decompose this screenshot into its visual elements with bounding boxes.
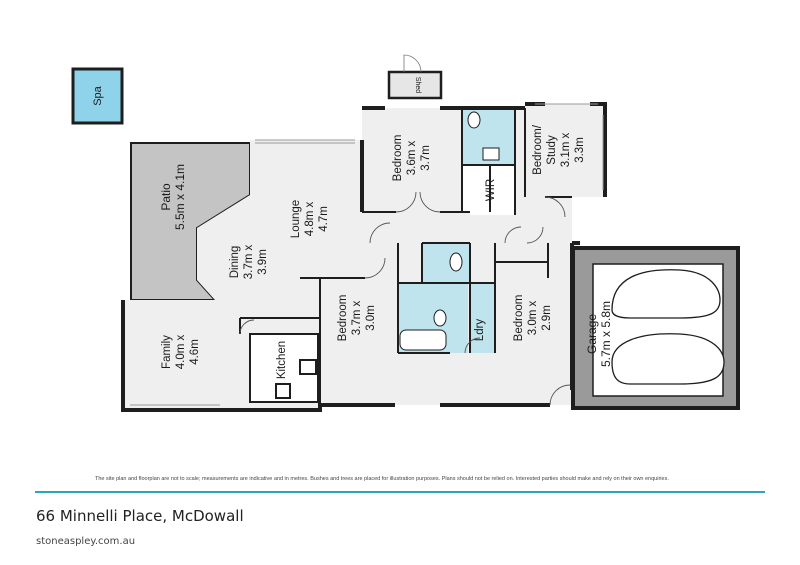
bedroom3-name: Bedroom bbox=[513, 295, 525, 342]
spa-label: Spa bbox=[92, 85, 104, 105]
laundry-area bbox=[470, 283, 495, 353]
shed-label: Shed bbox=[414, 77, 421, 93]
bedroom1-size1: 3.6m x bbox=[406, 140, 418, 175]
property-address: 66 Minnelli Place, McDowall bbox=[36, 507, 244, 525]
floor-plan: Spa Shed Patio 5.5m x 4.1m Garage 5.7m x… bbox=[71, 54, 740, 412]
disclaimer-text: The site plan and floorplan are not to s… bbox=[95, 476, 669, 482]
bedroom2-size1: 3.7m x bbox=[351, 300, 363, 335]
patio-size: 5.5m x 4.1m bbox=[173, 164, 187, 230]
lounge-size2: 4.7m bbox=[318, 206, 330, 232]
bedroom2-name: Bedroom bbox=[337, 295, 349, 342]
kitchen-label: Kitchen bbox=[276, 341, 288, 379]
fixtures bbox=[399, 111, 500, 351]
bath-vanity bbox=[448, 283, 468, 353]
lounge-size1: 4.8m x bbox=[304, 201, 316, 236]
toilet bbox=[422, 243, 470, 283]
bedroom1-name: Bedroom bbox=[392, 135, 404, 182]
windows bbox=[130, 103, 604, 406]
bedroom3-size1: 3.0m x bbox=[527, 300, 539, 335]
laundry-label: Ldry bbox=[474, 319, 486, 342]
dining-size2: 3.9m bbox=[257, 249, 269, 275]
study-size2: 3.3m bbox=[574, 137, 586, 163]
patio-name: Patio bbox=[159, 183, 173, 211]
spa-area bbox=[71, 67, 124, 125]
website-link[interactable]: stoneaspley.com.au bbox=[36, 536, 136, 547]
divider-rule bbox=[35, 491, 765, 493]
lounge-name: Lounge bbox=[290, 200, 302, 238]
dining-size1: 3.7m x bbox=[243, 244, 255, 279]
family-size2: 4.6m bbox=[189, 339, 201, 365]
shed-area bbox=[387, 70, 443, 100]
wir-label: WIR bbox=[485, 179, 497, 201]
dining-name: Dining bbox=[229, 246, 241, 279]
family-size1: 4.0m x bbox=[175, 334, 187, 369]
family-name: Family bbox=[161, 335, 173, 369]
garage-name: Garage bbox=[585, 314, 599, 354]
room-labels: Lounge 4.8m x 4.7m Dining 3.7m x 3.9m Fa… bbox=[161, 124, 586, 379]
bedroom2-size2: 3.0m bbox=[365, 305, 377, 331]
shed-door-swing bbox=[403, 54, 422, 73]
bedroom1-size2: 3.7m bbox=[420, 145, 432, 171]
door-swings bbox=[239, 191, 571, 406]
study-name1: Bedroom/ bbox=[532, 124, 544, 175]
walls bbox=[121, 102, 607, 412]
car-icon bbox=[611, 269, 721, 319]
study-name2: Study bbox=[546, 135, 558, 165]
study-size1: 3.1m x bbox=[560, 132, 572, 167]
car-icon bbox=[611, 333, 725, 385]
garage-size: 5.7m x 5.8m bbox=[599, 301, 613, 367]
bedroom3-size2: 2.9m bbox=[541, 305, 553, 331]
